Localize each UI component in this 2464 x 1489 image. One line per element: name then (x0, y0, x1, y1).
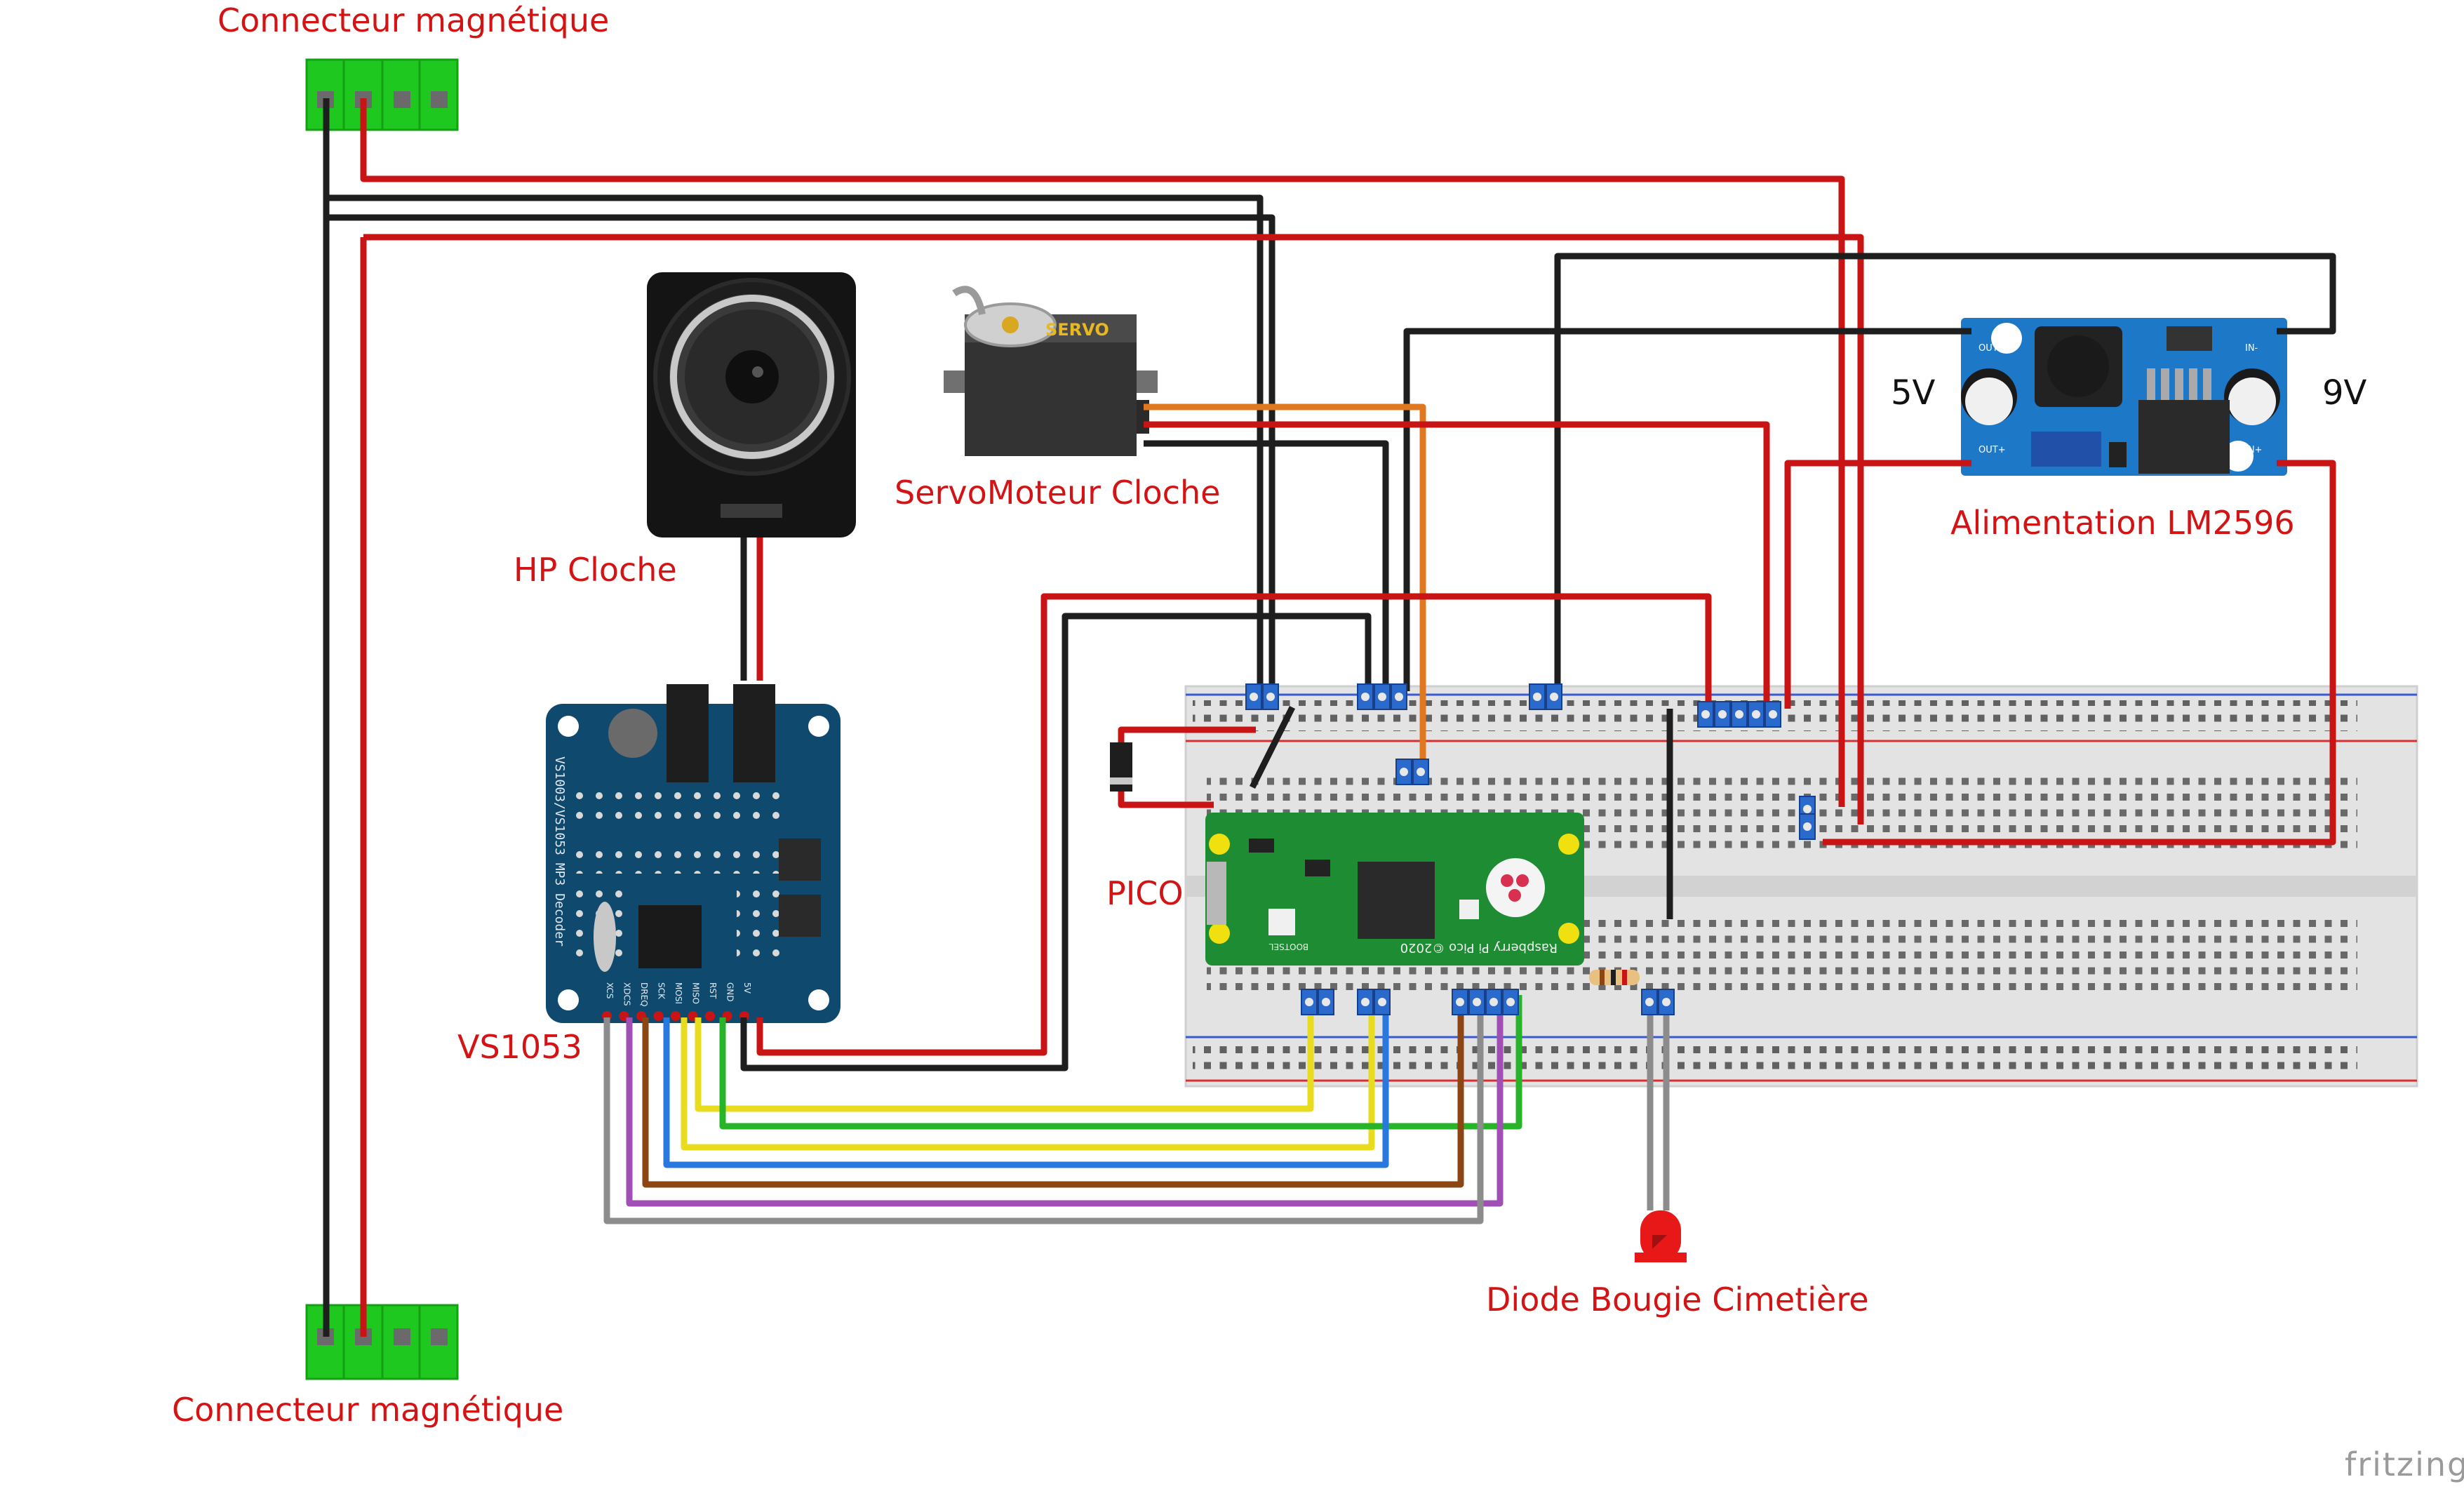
label-9v: 9V (2322, 373, 2367, 413)
header-rail-4 (1697, 701, 1781, 728)
label-connector-top: Connecteur magnétique (217, 1, 610, 39)
vs1053-pin-label: GND (725, 982, 735, 1002)
resistor (1589, 970, 1640, 985)
wire-green (719, 995, 1522, 1130)
wire-yellow-b (681, 995, 1375, 1151)
pico-board-label: Raspberry Pi Pico ©2020 (1400, 940, 1558, 955)
vs1053-pin (705, 1011, 715, 1021)
vs1053-pin-label: MISO (691, 982, 701, 1004)
wire-servo-signal (1144, 403, 1426, 772)
label-led: Diode Bougie Cimetière (1486, 1281, 1869, 1318)
wire-jumper-black (1249, 705, 1296, 789)
header-rail-2 (1357, 683, 1407, 710)
wire-diode-bottom (1118, 792, 1214, 808)
lm2596-pin-out-pos: OUT+ (1978, 445, 2006, 455)
header-led (1641, 989, 1675, 1015)
servo-motor: SERVO (944, 286, 1158, 456)
lm2596-pin-in-pos: IN+ (2245, 445, 2262, 455)
power-rail-holes (1193, 1043, 2357, 1074)
vs1053-pin (653, 1011, 664, 1021)
wire-lm-gnd-in (1554, 253, 2336, 691)
wire-blue (663, 995, 1389, 1168)
header-pico-bottom-1 (1301, 989, 1334, 1015)
pico-bootsel-label: BOOTSEL (1269, 942, 1308, 952)
lm2596-module: OUT- OUT+ IN- IN+ (1961, 318, 2287, 476)
vs1053-pin-label: 5V (742, 982, 752, 994)
wire-servo-gnd (1144, 440, 1389, 691)
led-red (1635, 1210, 1687, 1262)
wire-lm-vout (1784, 460, 1971, 709)
vs1053-module: VS1003/VS1053 MP3 Decoder XCS XDCS DREQ SCK… (546, 684, 841, 1023)
vs1053-pin (671, 1011, 681, 1021)
label-pico: PICO (1106, 874, 1184, 912)
vs1053-pin-label: MOSI (674, 982, 683, 1004)
vs1053-pin-label: XDCS (622, 982, 632, 1006)
vs1053-pin-label: SCK (657, 982, 667, 1000)
wire-lm-gnd-out (1403, 328, 1971, 691)
wire-gray (603, 995, 1484, 1224)
wire-connector-red-a (360, 98, 1845, 807)
diode (1110, 742, 1132, 792)
wire-diode-top (1118, 726, 1256, 742)
label-servo: ServoMoteur Cloche (895, 474, 1221, 512)
wire-connector-black-c (326, 214, 1275, 691)
header-lm-2 (1799, 813, 1816, 840)
header-rail-1 (1245, 683, 1279, 710)
wire-servo-power (1144, 421, 1770, 709)
wire-purple (626, 995, 1504, 1207)
servo-badge: SERVO (1045, 320, 1109, 340)
fritzing-watermark: fritzing (2345, 1445, 2464, 1483)
wire-lm-vin (1823, 460, 2336, 846)
vs1053-pin-labels: XCS XDCS DREQ SCK MOSI MISO RST GND 5V (602, 982, 752, 1021)
vs1053-pin-label: XCS (605, 982, 615, 999)
wire-connector-red-c (363, 234, 1864, 824)
speaker (647, 272, 856, 537)
pico-board: Raspberry Pi Pico ©2020 BOOTSEL (1205, 813, 1584, 966)
wire-vs-5v (756, 593, 1712, 1056)
header-pico-top (1395, 759, 1429, 785)
magnetic-connector-bottom (305, 1304, 459, 1380)
wire-yellow-a (695, 995, 1314, 1112)
vs1053-board-label: VS1003/VS1053 MP3 Decoder (552, 756, 567, 947)
wire-brown (642, 995, 1464, 1188)
header-connectors (1245, 683, 1816, 1015)
label-connector-bottom: Connecteur magnétique (172, 1391, 564, 1429)
header-pico-bottom-3 (1452, 989, 1519, 1015)
wires (323, 98, 2336, 1337)
lm2596-pin-out-neg: OUT- (1978, 343, 2000, 354)
label-vs1053: VS1053 (457, 1028, 582, 1066)
vs1053-pin-label: RST (708, 982, 718, 999)
label-speaker: HP Cloche (514, 551, 677, 589)
lm2596-pin-in-neg: IN- (2245, 343, 2258, 354)
magnetic-connector-top (305, 58, 459, 131)
label-5v: 5V (1891, 373, 1936, 413)
header-rail-3 (1529, 683, 1562, 710)
wire-vs-gnd (740, 613, 1372, 1071)
header-pico-bottom-2 (1357, 989, 1391, 1015)
label-power-supply: Alimentation LM2596 (1950, 504, 2295, 542)
vs1053-pin-label: DREQ (639, 982, 649, 1007)
